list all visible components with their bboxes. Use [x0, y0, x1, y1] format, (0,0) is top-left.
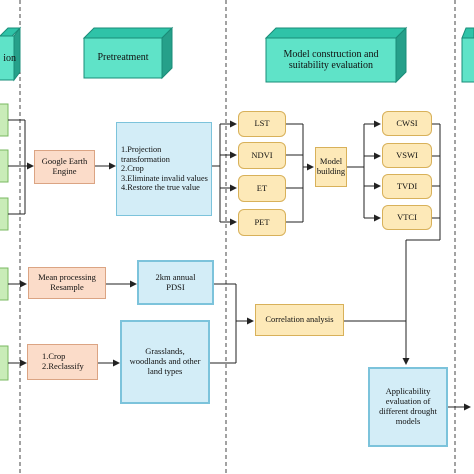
connectors [8, 119, 471, 411]
crop-reclassify-box: 1.Crop 2.Reclassify [27, 344, 98, 380]
lst-box: LST [238, 111, 286, 137]
gee-box: Google Earth Engine [34, 150, 95, 184]
correlation-analysis-box: Correlation analysis [255, 304, 344, 336]
vswi-box: VSWI [382, 143, 432, 168]
land-types-box: Grasslands, woodlands and other land typ… [120, 320, 210, 404]
pet-box: PET [238, 209, 286, 236]
et-box: ET [238, 175, 286, 202]
header-label-pretreatment: Pretreatment [97, 52, 149, 64]
header-cube-data [0, 26, 22, 82]
pdsi-box: 2km annual PDSI [137, 260, 214, 305]
left-data-boxes [0, 103, 9, 381]
column-dividers [19, 0, 456, 474]
tvdi-box: TVDI [382, 174, 432, 199]
vtci-box: VTCI [382, 205, 432, 230]
header-cube-right [461, 27, 474, 83]
ndvi-box: NDVI [238, 142, 286, 169]
header-label-data: ion [3, 53, 16, 65]
pretreatment-steps-box: 1.Projection transformation 2.Crop 3.Eli… [116, 122, 212, 216]
header-cube-model [264, 26, 408, 84]
mean-processing-box: Mean processing Resample [28, 267, 106, 299]
model-building-box: Model building [315, 147, 347, 187]
header-label-model: Model construction and suitability evalu… [283, 48, 379, 72]
applicability-box: Applicability evaluation of different dr… [368, 367, 448, 447]
cwsi-box: CWSI [382, 111, 432, 136]
header-cube-pretreatment [82, 26, 174, 80]
